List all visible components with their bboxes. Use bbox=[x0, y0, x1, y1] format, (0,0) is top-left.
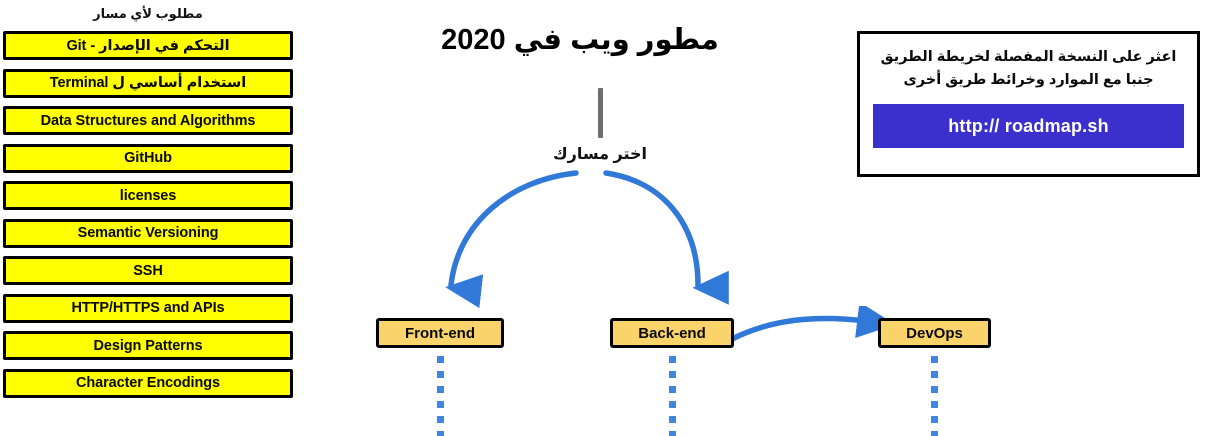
roadmap-title: مطور ويب في 2020 bbox=[441, 24, 719, 56]
back-end-dashed-continuation bbox=[669, 356, 676, 436]
prerequisite-item[interactable]: HTTP/HTTPS and APIs bbox=[3, 293, 293, 323]
trunk-connector-line bbox=[598, 88, 603, 138]
prerequisite-item[interactable]: Character Encodings bbox=[3, 368, 293, 398]
prerequisite-item[interactable]: Data Structures and Algorithms bbox=[3, 106, 293, 135]
path-box-front-end[interactable]: Front-end bbox=[376, 318, 504, 348]
front-end-dashed-continuation bbox=[437, 356, 444, 436]
callout-description: اعثر على النسخة المفصلة لخريطة الطريق جن… bbox=[873, 46, 1184, 92]
branch-arrows-icon bbox=[445, 170, 729, 309]
prerequisite-item[interactable]: التحكم في الإصدار - Git bbox=[3, 31, 293, 60]
callout-line-2: جنبا مع الموارد وخرائط طريق أخرى bbox=[903, 72, 1154, 88]
callout-line-1: اعثر على النسخة المفصلة لخريطة الطريق bbox=[880, 49, 1177, 65]
choose-path-label: اختر مسارك bbox=[552, 146, 647, 163]
prerequisite-item[interactable]: Design Patterns bbox=[3, 331, 293, 360]
backend-to-devops-arrow-icon bbox=[729, 306, 896, 342]
devops-dashed-continuation bbox=[931, 356, 938, 436]
prerequisite-item[interactable]: استخدام أساسي ل Terminal bbox=[3, 68, 293, 98]
roadmap-sh-link-button[interactable]: http:// roadmap.sh bbox=[873, 104, 1184, 148]
path-box-back-end[interactable]: Back-end bbox=[610, 318, 734, 348]
path-box-devops[interactable]: DevOps bbox=[878, 318, 991, 348]
prerequisite-item[interactable]: SSH bbox=[3, 256, 293, 285]
prerequisites-heading: مطلوب لأي مسار bbox=[93, 6, 203, 21]
prerequisite-item[interactable]: licenses bbox=[3, 181, 293, 210]
prerequisites-list: التحكم في الإصدار - Git استخدام أساسي ل … bbox=[3, 31, 293, 398]
prerequisites-panel: مطلوب لأي مسار التحكم في الإصدار - Git ا… bbox=[3, 0, 293, 398]
roadmap-callout-box: اعثر على النسخة المفصلة لخريطة الطريق جن… bbox=[857, 31, 1200, 177]
prerequisite-item[interactable]: Semantic Versioning bbox=[3, 218, 293, 248]
prerequisite-item[interactable]: GitHub bbox=[3, 143, 293, 173]
